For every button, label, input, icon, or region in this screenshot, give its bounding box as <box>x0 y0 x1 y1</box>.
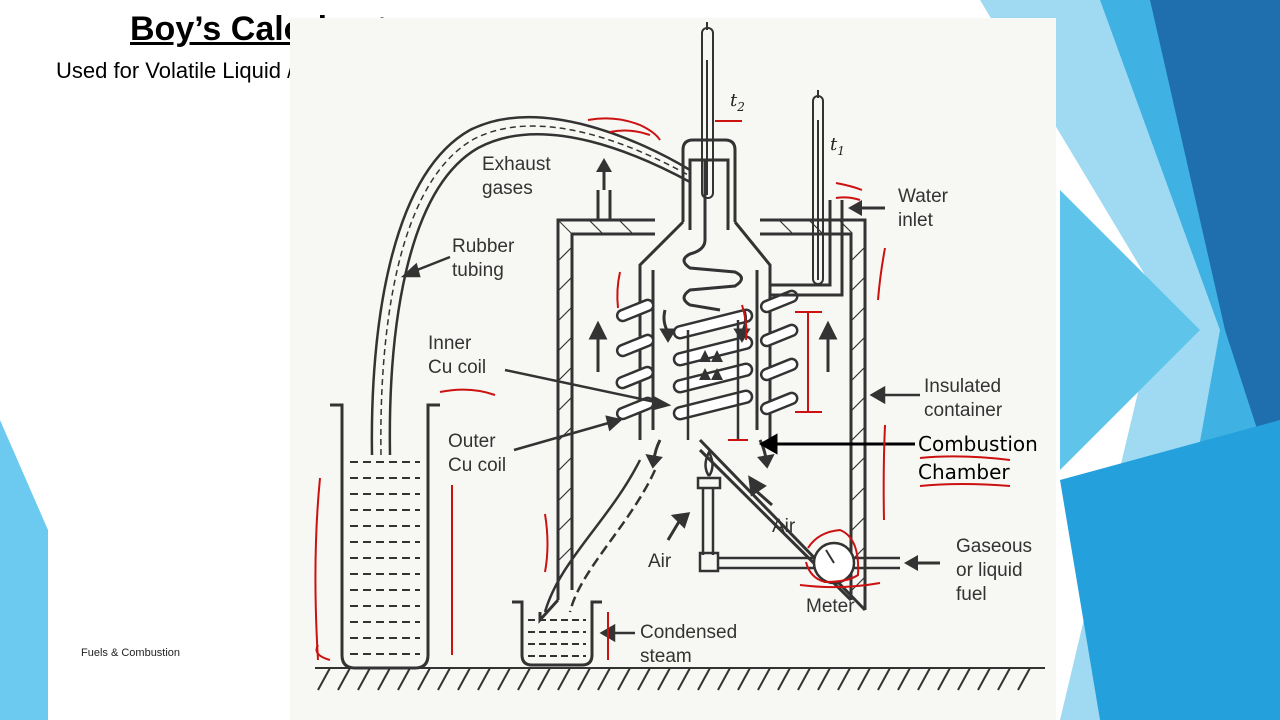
insulated-container-hatch <box>558 220 865 591</box>
label-t2: t2 <box>730 90 745 114</box>
label-inner-1: Inner <box>428 333 472 354</box>
bg-shape-dark <box>1150 0 1280 500</box>
air-arrows <box>666 475 773 541</box>
label-water-1: Water <box>898 186 949 207</box>
water-inlet-pipe <box>770 200 844 297</box>
slide-footer: Fuels & Combustion <box>81 647 181 659</box>
outer-coil-left <box>615 298 655 421</box>
thermometer-t2 <box>701 22 714 199</box>
diagram-background <box>290 18 1056 720</box>
label-exhaust-1: Exhaust <box>482 154 551 175</box>
label-rubber-1: Rubber <box>452 236 515 257</box>
combustion-pointer <box>758 433 915 455</box>
label-insulated-1: Insulated <box>924 376 1001 397</box>
label-air-right: Air <box>772 516 796 537</box>
left-beaker-water <box>350 461 420 655</box>
burner <box>696 449 722 573</box>
drain-tube <box>543 459 657 613</box>
meter <box>812 541 856 585</box>
inner-coil <box>682 160 743 312</box>
label-outer-2: Cu coil <box>448 455 506 476</box>
water-inlet-arrow <box>848 200 885 216</box>
label-air-left: Air <box>648 551 672 572</box>
label-combustion-1: Combustion <box>918 432 1038 456</box>
bg-shape-bottom <box>1060 420 1280 720</box>
label-t1: t1 <box>830 134 845 158</box>
floor <box>315 667 1045 691</box>
exhaust-pipe <box>596 190 612 220</box>
label-insulated-2: container <box>924 400 1003 421</box>
label-gaseous-1: Gaseous <box>956 536 1032 557</box>
label-inner-2: Cu coil <box>428 357 486 378</box>
label-condensed-2: steam <box>640 646 692 667</box>
label-gaseous-3: fuel <box>956 584 987 605</box>
fuel-arrow <box>904 555 940 571</box>
left-beaker <box>330 403 440 670</box>
label-gaseous-2: or liquid <box>956 560 1023 581</box>
fuel-pipe <box>718 556 900 570</box>
inner-flow-arrows <box>699 350 723 380</box>
exhaust-arrow <box>596 158 612 190</box>
label-exhaust-2: gases <box>482 178 533 199</box>
label-condensed-1: Condensed <box>640 622 737 643</box>
label-combustion-2: Chamber <box>918 460 1010 484</box>
red-annotations <box>314 117 1011 661</box>
insulated-container <box>556 218 867 610</box>
label-water-2: inlet <box>898 210 934 231</box>
condensed-steam-beaker <box>512 600 602 667</box>
rubber-tubing <box>370 116 691 456</box>
pointer-arrows <box>400 255 920 643</box>
label-outer-1: Outer <box>448 431 496 452</box>
label-meter: Meter <box>806 596 855 617</box>
label-rubber-2: tubing <box>452 260 504 281</box>
condensed-steam-water <box>528 619 586 657</box>
bg-shape-left <box>0 420 48 720</box>
bg-shape-teal <box>1060 190 1200 470</box>
